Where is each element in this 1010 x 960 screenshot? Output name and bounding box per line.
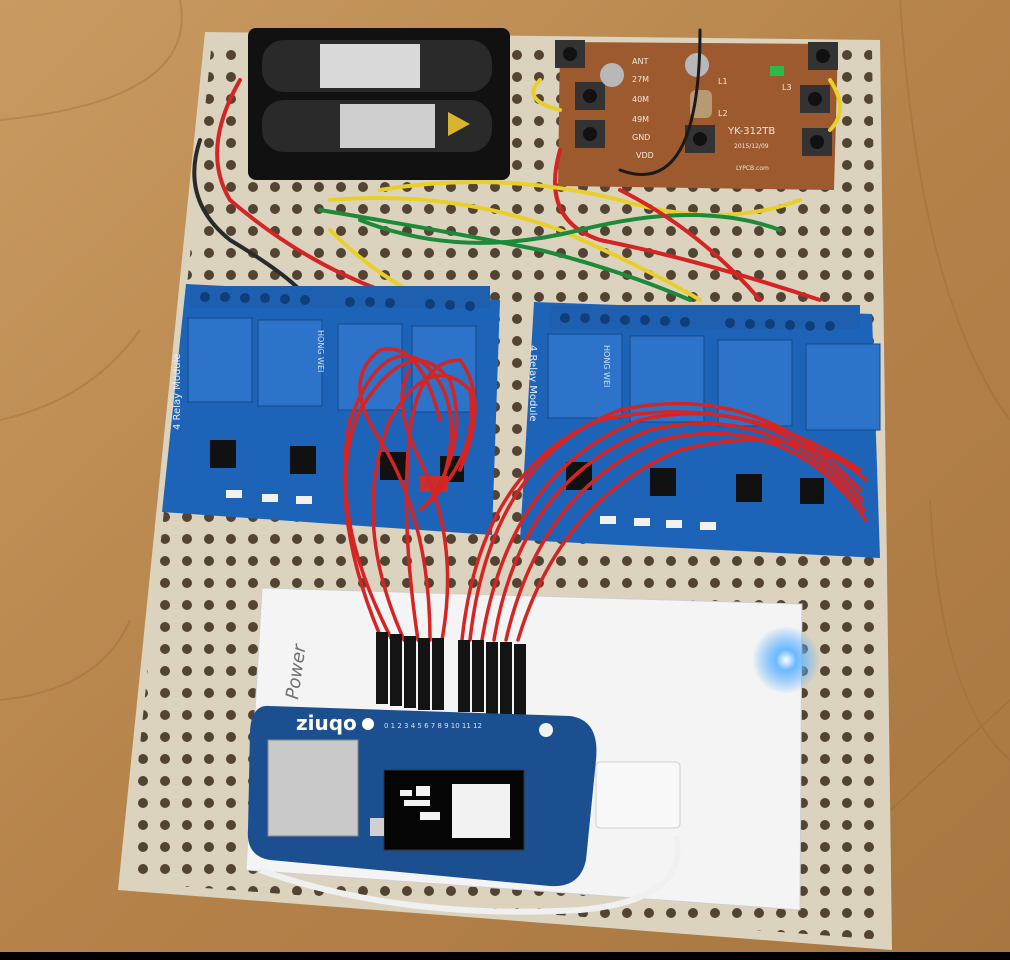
control-wires: [192, 28, 842, 302]
floor-grain: [0, 0, 1010, 821]
esp-pin-labels: 0 1 2 3 4 5 6 7 8 9 10 11 12: [384, 722, 482, 730]
jumper-wires: [342, 347, 868, 642]
esp-board-logo: ziuqo: [296, 711, 357, 735]
relay-right-title: 4 Relay Module: [527, 345, 538, 422]
relay-right-brand: HONG WEI: [602, 345, 611, 387]
remote-pin-49m: 49M: [632, 115, 649, 124]
esp32-module: [267, 739, 359, 837]
remote-pin-gnd: GND: [632, 133, 650, 142]
remote-led-l3: L3: [782, 83, 792, 92]
usb-cable: [258, 761, 681, 915]
remote-pin-40m: 40M: [632, 95, 649, 104]
esp32-oled-board: ziuqo 0 1 2 3 4 5 6 7 8 9 10 11 12: [247, 705, 597, 887]
bottom-letterbox: [0, 952, 1010, 960]
relay-left-brand: HONG WEI: [316, 330, 325, 372]
remote-led-l1: L1: [718, 77, 728, 86]
battery-holder: [248, 28, 510, 180]
power-bank-led: [752, 626, 820, 694]
remote-brand-label: LYPCB.com: [736, 165, 769, 172]
remote-receiver-board: ANT 27M 40M 49M GND VDD L1 L2 L3 YK-312T…: [555, 40, 838, 190]
relay-module-right: 4 Relay Module HONG WEI: [520, 302, 881, 558]
relay-module-left: 4 Relay Module HONG WEI: [162, 284, 500, 535]
remote-date-label: 2015/12/09: [734, 143, 769, 150]
remote-led-l2: L2: [718, 109, 728, 118]
remote-pin-27m: 27M: [632, 75, 649, 84]
dupont-connectors: [376, 632, 526, 716]
remote-model-label: YK-312TB: [727, 126, 775, 137]
relay-left-title: 4 Relay Module: [172, 353, 183, 430]
remote-pin-ant: ANT: [632, 57, 648, 66]
remote-pin-vdd: VDD: [636, 151, 654, 160]
